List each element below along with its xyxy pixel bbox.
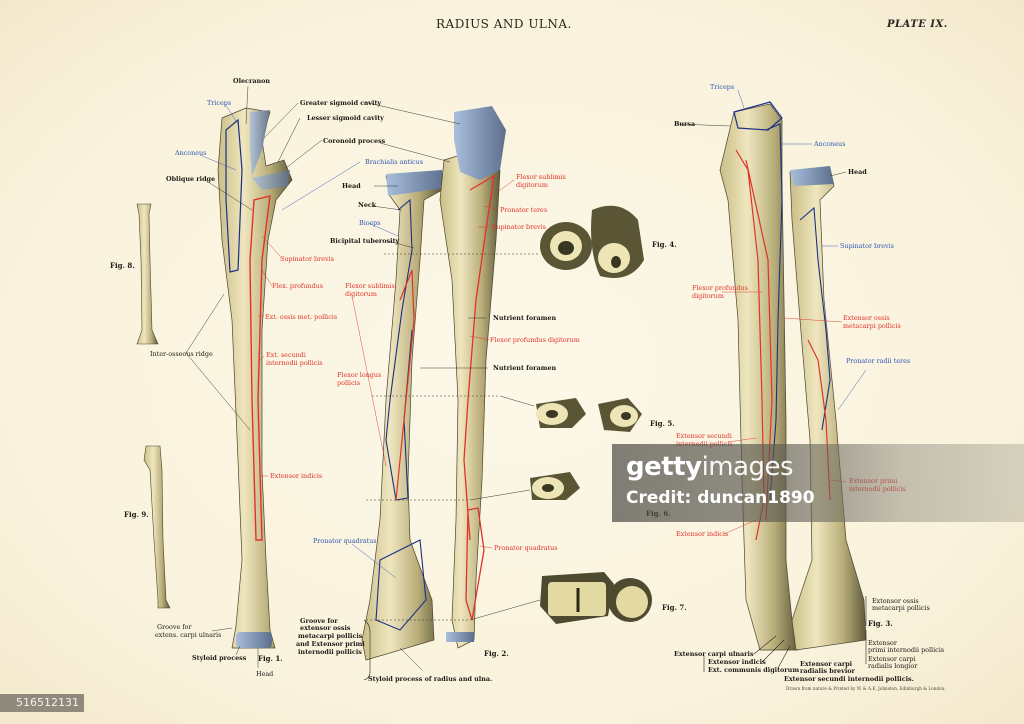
label-supinator-brevis-fig2: Supinator brevis bbox=[492, 223, 546, 231]
plate-number: PLATE IX. bbox=[887, 19, 948, 30]
label-head-fig3: Head bbox=[848, 168, 867, 176]
label-ext-carpi-ulnaris: Extensor carpi ulnaris bbox=[674, 650, 754, 658]
label-groove-ext-2: extensor ossis bbox=[300, 624, 351, 632]
label-ext-indicis-black: Extensor indicis bbox=[708, 658, 766, 666]
label-anconeus-fig1: Anconeus bbox=[175, 149, 207, 157]
image-id-badge: 516512131 bbox=[0, 694, 84, 712]
plate-title: RADIUS AND ULNA. bbox=[436, 17, 572, 31]
label-groove-ext-1: Groove for bbox=[300, 617, 338, 625]
watermark-brand-light: images bbox=[701, 452, 794, 482]
fig5-sections bbox=[536, 398, 642, 432]
label-oblique-ridge: Oblique ridge bbox=[166, 175, 216, 183]
watermark-brand-bold: getty bbox=[626, 452, 702, 482]
fig7-label: Fig. 7. bbox=[662, 603, 687, 612]
label-pronator-quadratus-red: Pronator quadratus bbox=[494, 544, 558, 552]
label-groove-ext-5: internodii pollicis bbox=[298, 648, 362, 656]
label-coronoid-process: Coronoid process bbox=[323, 137, 386, 145]
label-groove-ext-4: and Extensor primi bbox=[296, 640, 365, 648]
label-nutrient-foramen-1: Nutrient foramen bbox=[493, 314, 557, 322]
label-ext-carpi-brevior-2: radialis brevior bbox=[800, 667, 855, 675]
fig3-radius bbox=[789, 166, 867, 651]
fig8-label: Fig. 8. bbox=[110, 261, 135, 270]
label-styloid-radius-ulna: Styloid process of radius and ulna. bbox=[368, 675, 493, 683]
fig1-label: Fig. 1. bbox=[258, 654, 283, 663]
label-ext-carpi-brevior-1: Extensor carpi bbox=[800, 660, 853, 668]
fig3-label: Fig. 3. bbox=[868, 619, 893, 628]
label-supinator-brevis-fig3: Supinator brevis bbox=[840, 242, 894, 250]
label-brachialis-anticus: Brachialis anticus bbox=[365, 158, 424, 166]
fig7-sections bbox=[540, 572, 652, 624]
fig1-ulna bbox=[217, 107, 293, 649]
label-ext-secundi-1: Ext. secundi bbox=[266, 351, 306, 359]
label-inter-osseous-ridge: Inter-osseous ridge bbox=[150, 350, 213, 358]
section-lines bbox=[366, 253, 540, 621]
label-extensor-indicis-fig1: Extensor indicis bbox=[270, 472, 323, 480]
label-ext-primi-1: Extensor bbox=[868, 639, 897, 647]
label-flexor-sublimis-fig2-2: digitorum bbox=[516, 181, 548, 189]
label-flexor-longus-1: Flexor longus bbox=[337, 371, 382, 379]
fig4-sections bbox=[540, 205, 644, 278]
label-ext-secundi-2: internodii pollicis bbox=[266, 359, 323, 367]
label-groove-ulnaris-1: Groove for bbox=[157, 623, 192, 631]
label-groove-ulnaris-2: extens. carpi ulnaris bbox=[155, 631, 222, 639]
label-styloid-process: Styloid process bbox=[192, 654, 247, 662]
label-ext-ossis-2: metacarpi pollicis bbox=[872, 604, 930, 612]
label-extensor-indicis-fig3: Extensor indicis bbox=[676, 530, 729, 538]
label-extensor-ossis-fig3-2: metacarpi pollicis bbox=[843, 322, 901, 330]
label-flexor-sublimis-1: Flexor sublimis bbox=[345, 282, 395, 290]
printer-credit: Drawn from nature & Printed by W. & A.K.… bbox=[786, 686, 946, 691]
label-bicipital-tuberosity: Bicipital tuberosity bbox=[330, 237, 400, 245]
label-ext-carpi-longior-1: Extensor carpi bbox=[868, 655, 916, 663]
label-flexor-profundus-fig3-2: digitorum bbox=[692, 292, 724, 300]
fig3-ulna bbox=[719, 101, 799, 651]
label-flexor-sublimis-2: digitorum bbox=[345, 290, 377, 298]
label-ext-communis-digitorum: Ext. communis digitorum bbox=[708, 666, 800, 674]
label-head-fig2: Head bbox=[342, 182, 361, 190]
label-supinator-brevis-fig1: Supinator brevis bbox=[280, 255, 334, 263]
fig2-radius bbox=[361, 170, 444, 661]
label-flex-profundus: Flex. profundus bbox=[272, 282, 324, 290]
label-bursa: Bursa bbox=[674, 120, 696, 128]
fig2-label: Fig. 2. bbox=[484, 649, 509, 658]
fig9-bone bbox=[143, 445, 171, 609]
label-ext-secundi-black: Extensor secundi internodii pollicis. bbox=[784, 675, 914, 683]
label-extensor-secundi-fig3-1: Extensor secundi bbox=[676, 432, 732, 440]
label-biceps: Biceps bbox=[359, 219, 381, 227]
fig8-bone bbox=[136, 203, 159, 345]
label-anconeus-fig3: Anconeus bbox=[814, 140, 846, 148]
fig4-label: Fig. 4. bbox=[652, 240, 677, 249]
label-flexor-sublimis-fig2-1: Flexor sublimis bbox=[516, 173, 566, 181]
label-greater-sigmoid-cavity: Greater sigmoid cavity bbox=[300, 99, 382, 107]
label-triceps-fig1: Triceps bbox=[207, 99, 232, 107]
label-flexor-profundus-fig3-1: Flexor profundus bbox=[692, 284, 748, 292]
fig6-sections bbox=[530, 472, 580, 500]
watermark-banner bbox=[612, 444, 1024, 522]
label-triceps-fig3: Triceps bbox=[710, 83, 735, 91]
label-pronator-teres: Pronator teres bbox=[500, 206, 548, 214]
label-ext-primi-2: primi internodii pollicis bbox=[868, 646, 945, 654]
label-ext-carpi-longior-2: radialis longior bbox=[868, 662, 918, 670]
label-pronator-radii-teres: Pronator radii teres bbox=[846, 357, 911, 365]
label-pronator-quadratus-blue: Pronator quadratus bbox=[313, 537, 377, 545]
watermark-credit: Credit: duncan1890 bbox=[626, 488, 815, 508]
label-head-fig1: Head bbox=[256, 670, 274, 678]
label-extensor-ossis-fig3-1: Extensor ossis bbox=[843, 314, 890, 322]
label-neck: Neck bbox=[358, 201, 377, 209]
label-olecranon: Olecranon bbox=[233, 77, 271, 85]
fig2-ulna bbox=[439, 106, 506, 649]
fig9-label: Fig. 9. bbox=[124, 510, 149, 519]
label-ext-ossis-met-pollicis: Ext. ossis met. pollicis bbox=[265, 313, 338, 321]
label-nutrient-foramen-2: Nutrient foramen bbox=[493, 364, 557, 372]
label-groove-ext-3: metacarpi pollicis bbox=[298, 632, 363, 640]
fig5-label: Fig. 5. bbox=[650, 419, 675, 428]
label-lesser-sigmoid-cavity: Lesser sigmoid cavity bbox=[307, 114, 384, 122]
label-flexor-longus-2: pollicis bbox=[337, 379, 360, 387]
label-ext-ossis-1: Extensor ossis bbox=[872, 597, 919, 605]
watermark-logo: gettyimages bbox=[626, 452, 794, 482]
label-flexor-profundus-digitorum: Flexor profundus digitorum bbox=[490, 336, 580, 344]
